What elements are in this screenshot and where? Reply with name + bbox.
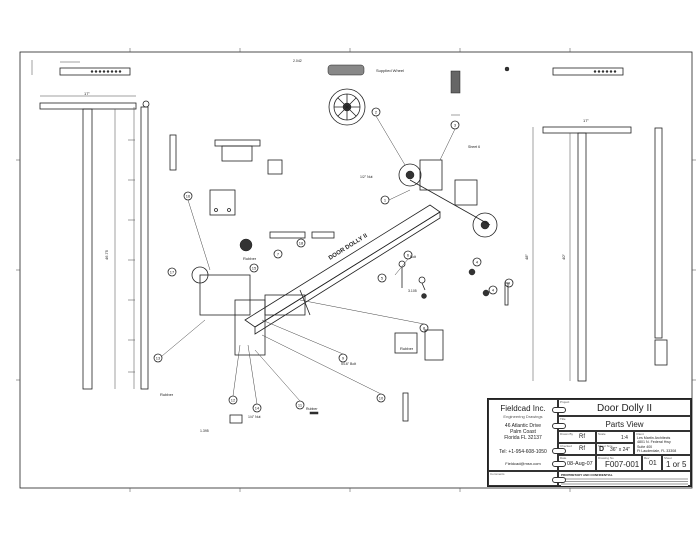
bolt-label: Bolt	[410, 255, 416, 259]
notes-fine-print	[561, 477, 688, 486]
sheet-cell: Sheet1 or 5	[662, 455, 691, 471]
left-t-handle-view: 17" 46.75 Rubber	[40, 91, 174, 397]
title-cell: Title Parts View	[558, 416, 691, 431]
svg-text:16: 16	[186, 194, 191, 199]
sheet-size-code: D	[599, 446, 604, 453]
rubber-label: Rubber	[306, 407, 318, 411]
client-address-1: 4801 N. Federal Hwy	[637, 440, 676, 444]
svg-text:1: 1	[384, 198, 387, 203]
svg-text:18: 18	[299, 241, 304, 246]
binder-ring-icon	[552, 423, 566, 429]
svg-text:12: 12	[231, 398, 236, 403]
svg-text:11: 11	[298, 403, 303, 408]
sheet-size: 36" x 24"	[610, 447, 630, 453]
dim-label: 2.042	[293, 59, 302, 63]
date-label: Date	[560, 456, 566, 460]
rubber-label: Rubber	[243, 256, 257, 261]
svg-text:2: 2	[375, 110, 378, 115]
bolt-label: 5/16" Bolt	[341, 362, 356, 366]
rubber-label: Rubber	[160, 392, 174, 397]
left-handle-bar-view	[32, 60, 130, 75]
drawn-by-cell: Drawn By Rf	[558, 431, 596, 443]
drawing-number: F007-001	[605, 460, 639, 469]
sheet-number: 1 or 5	[666, 460, 686, 469]
drawing-title: Parts View	[559, 420, 690, 429]
scale-cell: Scale 1:4	[596, 431, 634, 443]
svg-text:7: 7	[277, 252, 280, 257]
svg-text:15: 15	[252, 266, 257, 271]
door-dolly-assembly: DOOR DOLLY II	[192, 160, 497, 355]
dim-label: 46.75	[104, 249, 109, 260]
svg-text:4: 4	[492, 288, 495, 293]
drawn-by: Rf	[579, 434, 585, 440]
comments-label: Comments	[490, 472, 505, 476]
dim-label: 48"	[524, 254, 529, 260]
svg-text:3: 3	[454, 123, 457, 128]
client-address-3: Ft Lauderdale, FL 33308	[637, 449, 676, 453]
binder-ring-icon	[552, 477, 566, 483]
rev-cell: Rev01	[642, 455, 662, 471]
title-block: Fieldcad Inc. Engineering Drawings 46 At…	[487, 398, 692, 487]
nut-label: 1/2" Nut	[360, 175, 373, 179]
bracket-details: Rubber	[170, 135, 334, 261]
client-cell: Client Les Martin Architects 4801 N. Fed…	[634, 431, 691, 455]
company-tagline: Engineering Drawings	[489, 414, 557, 419]
binder-ring-icon	[552, 461, 566, 467]
project-name: Door Dolly II	[559, 403, 690, 414]
svg-text:10: 10	[379, 396, 384, 401]
dim-label: 3.105	[408, 289, 417, 293]
svg-text:4: 4	[508, 281, 511, 286]
leader-lines	[162, 116, 455, 404]
rubber-label: Rubber	[400, 346, 414, 351]
right-t-handle-view: 17" 40" 48"	[524, 68, 667, 381]
sheet-reference: Sheet 6	[468, 145, 480, 149]
supplied-wheel-views: 2.042 Supplied Wheel	[293, 59, 509, 125]
svg-text:14: 14	[255, 406, 260, 411]
notes-cell: PROPRIETARY AND CONFIDENTIAL	[558, 471, 691, 486]
bottom-hardware: 1.395 1/4" Nut Rubber 5/16" Bolt	[200, 362, 356, 433]
scale: 1:4	[621, 435, 628, 441]
dim-label: 1.395	[200, 429, 209, 433]
svg-text:5: 5	[381, 276, 384, 281]
svg-text:13: 13	[156, 356, 161, 361]
revision: 01	[649, 460, 657, 467]
binder-ring-icon	[552, 448, 566, 454]
checked-by: Rf	[579, 446, 585, 452]
email: Fieldcad@msn.com	[489, 461, 557, 466]
hardware-details: Bolt 3.105 Sheet 6 1/2" Nut Rubber	[360, 145, 508, 421]
address-line-3: Florida FL 32137	[489, 435, 557, 441]
company-name: Fieldcad Inc.	[489, 404, 557, 413]
scale-label: Scale	[598, 432, 606, 436]
binder-ring-icon	[552, 407, 566, 413]
comments-cell: Comments	[488, 471, 558, 486]
wheel-label: Supplied Wheel	[376, 68, 404, 73]
company-panel: Fieldcad Inc. Engineering Drawings 46 At…	[488, 399, 558, 471]
telephone: Tel: +1-954-608-1050	[489, 449, 557, 455]
drawn-by-label: Drawn By	[560, 432, 573, 436]
drawing-no-cell: Drawing NoF007-001	[596, 455, 642, 471]
svg-text:4: 4	[476, 260, 479, 265]
dim-label: 40"	[561, 254, 566, 260]
dim-label: 17"	[84, 91, 90, 96]
sheet-size-cell: Sheet SizeD36" x 24"	[596, 443, 634, 455]
dim-label: 17"	[583, 118, 589, 123]
svg-text:17: 17	[170, 270, 175, 275]
rubber-disc	[240, 239, 252, 251]
svg-text:9: 9	[342, 356, 345, 361]
date: 08-Aug-07	[567, 461, 593, 467]
project-cell: Project Door Dolly II	[558, 399, 691, 416]
nut-label: 1/4" Nut	[248, 415, 261, 419]
